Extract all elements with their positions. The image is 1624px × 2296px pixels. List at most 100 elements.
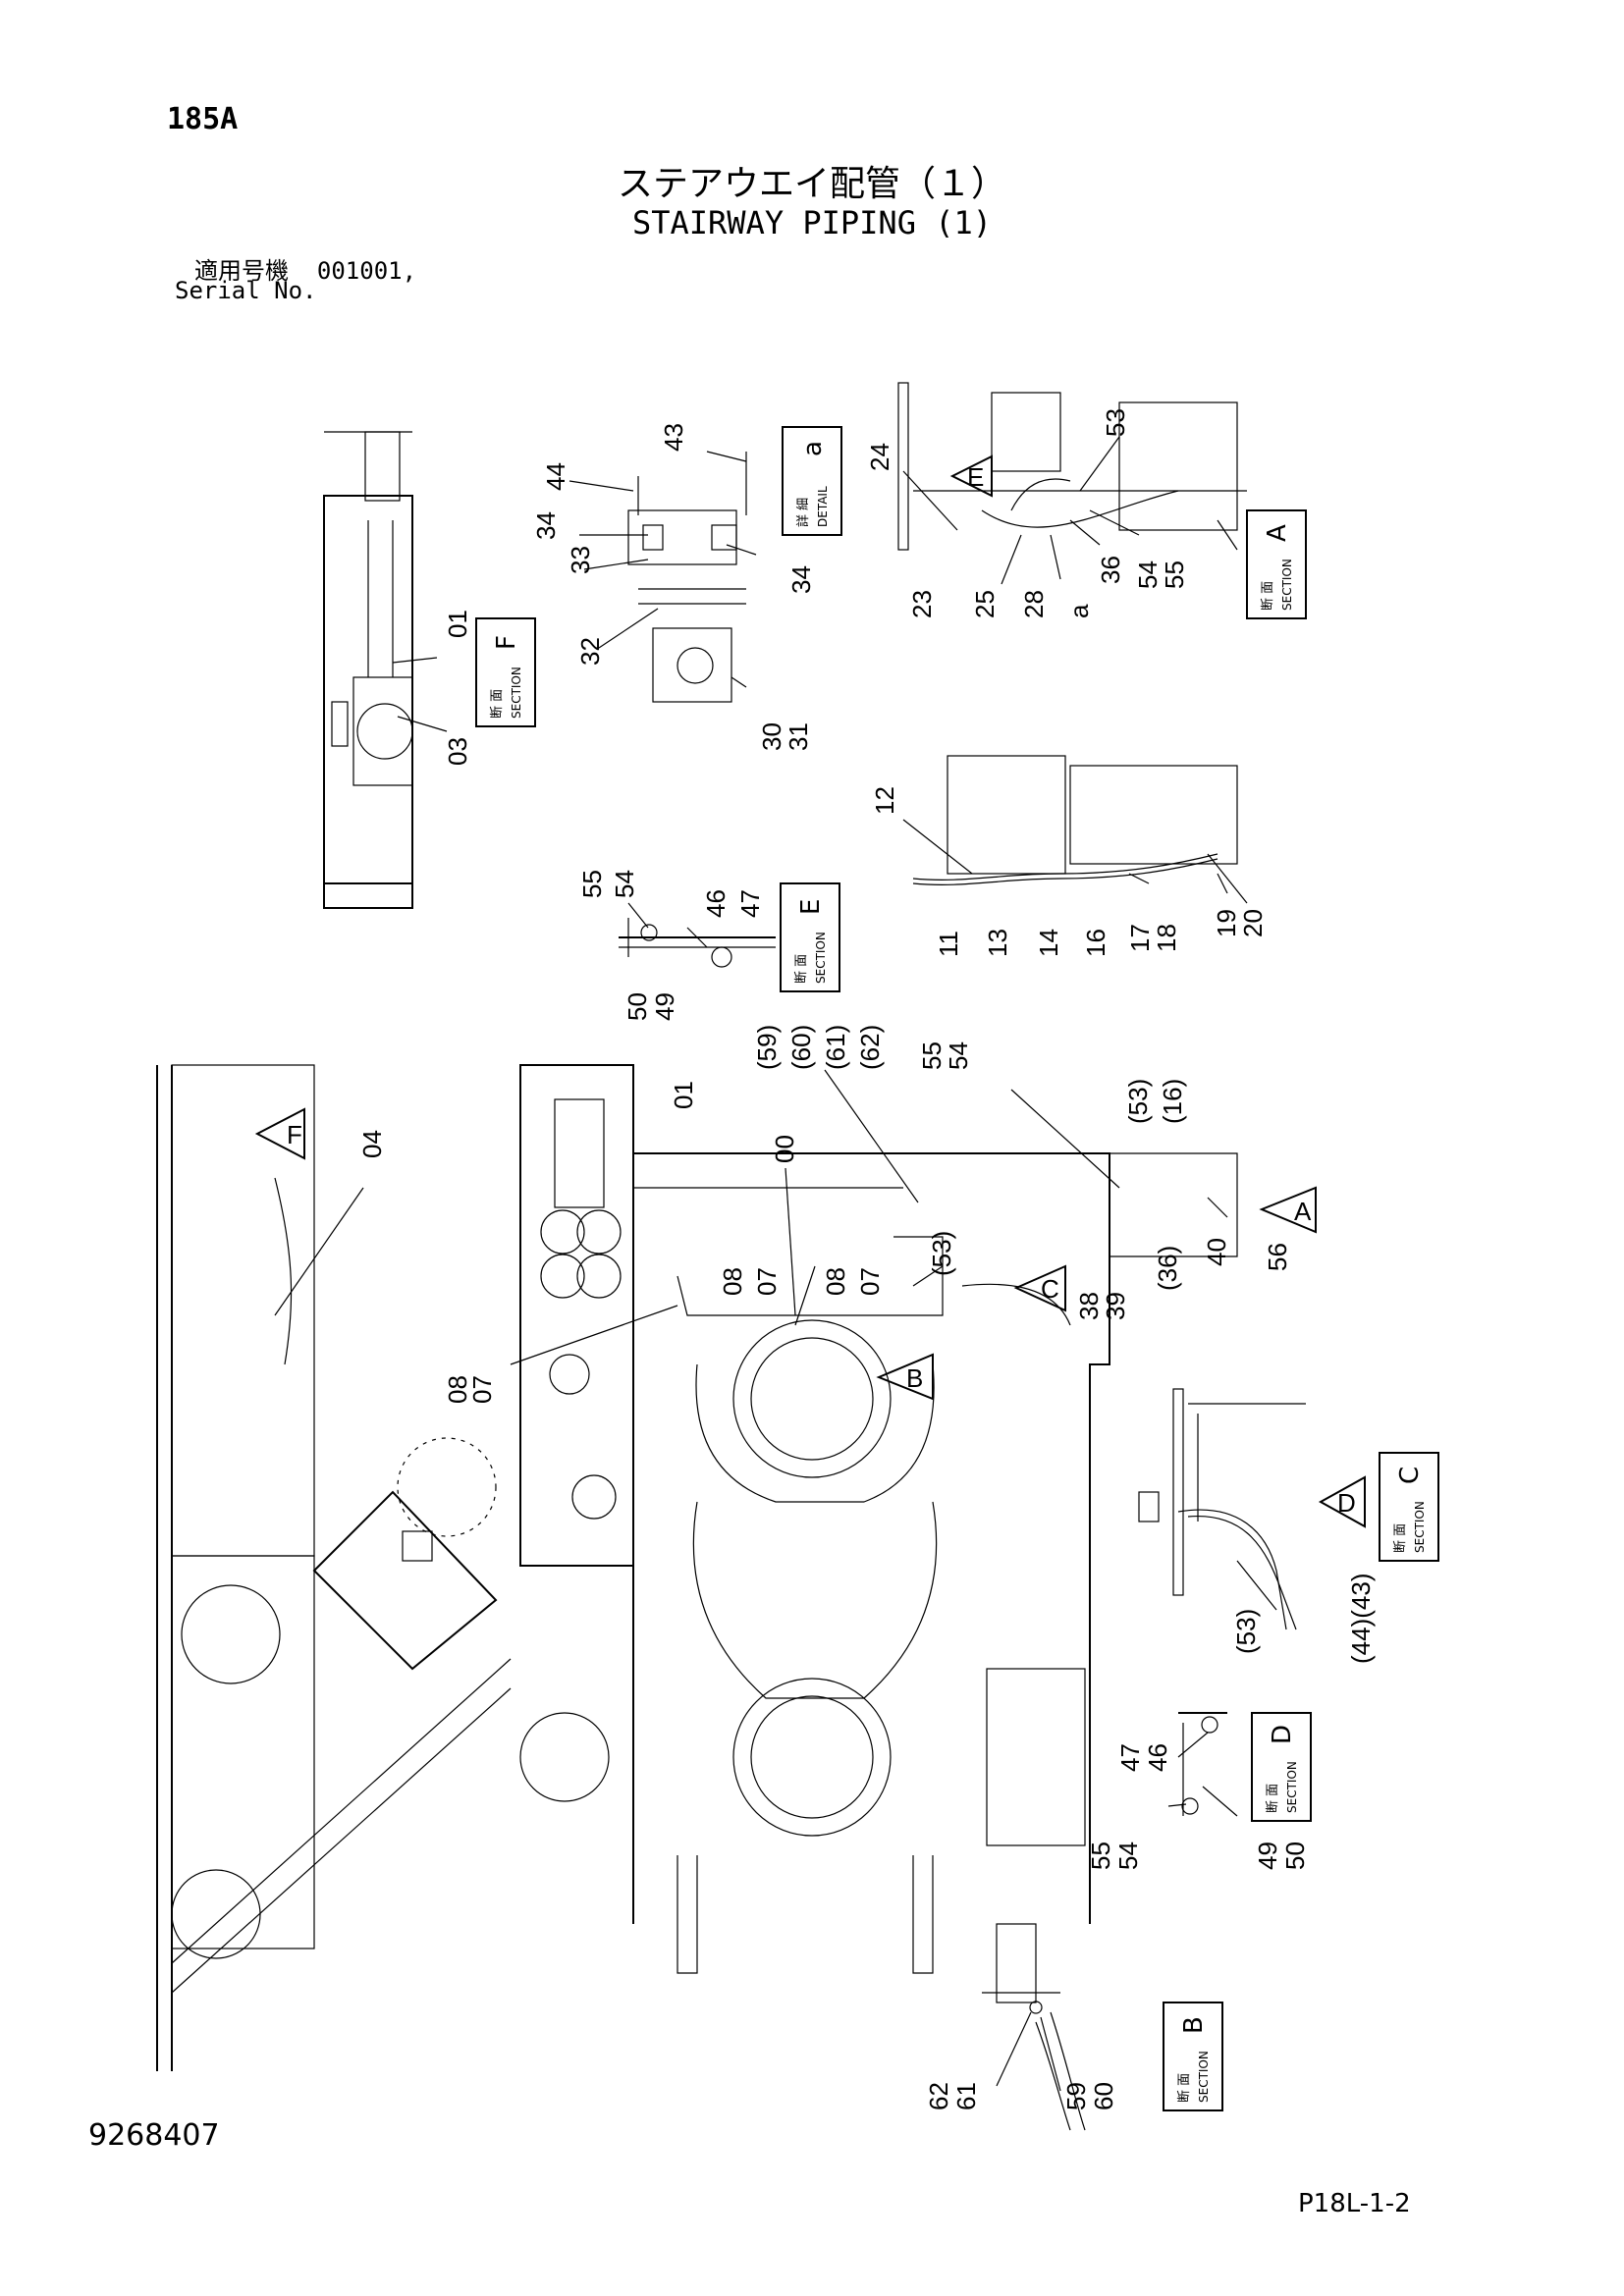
part-label: 14 [1034, 929, 1063, 957]
section-e-view [619, 918, 776, 968]
svg-text:断 面: 断 面 [1177, 2073, 1192, 2103]
part-label: 59 [1061, 2082, 1091, 2110]
view-markers: F A C B E D [254, 454, 1366, 1528]
part-label: 46 [701, 889, 731, 918]
svg-text:断 面: 断 面 [794, 954, 809, 984]
part-label: 34 [531, 511, 561, 540]
part-label: 30 [757, 722, 786, 751]
svg-text:C: C [1395, 1467, 1425, 1484]
part-label: 08 [443, 1375, 472, 1404]
section-label-e: 断 面 SECTION E [780, 882, 840, 992]
part-label: 53 [1101, 408, 1130, 437]
hose-view-12-20 [912, 755, 1248, 904]
part-label: 39 [1101, 1292, 1130, 1320]
view-marker-d: D [1318, 1475, 1366, 1528]
part-label: 55 [1086, 1842, 1115, 1870]
view-marker-f: F [254, 1107, 305, 1160]
part-label: 13 [983, 929, 1012, 957]
part-label: a [1064, 604, 1094, 618]
svg-text:A: A [1263, 524, 1292, 542]
svg-text:DETAIL: DETAIL [816, 486, 830, 527]
part-label: 55 [1160, 561, 1189, 589]
main-frame-plan-view [519, 1064, 1238, 1974]
view-marker-c: C [1013, 1264, 1066, 1312]
detail-a-view [627, 452, 747, 703]
svg-text:断 面: 断 面 [1393, 1523, 1408, 1553]
part-label: 38 [1074, 1292, 1104, 1320]
part-label: 62 [924, 2082, 953, 2110]
svg-text:SECTION: SECTION [1413, 1501, 1427, 1553]
part-label: (59) [752, 1025, 782, 1070]
part-label: (60) [786, 1025, 816, 1070]
part-label: (62) [855, 1025, 885, 1070]
section-label-a: 断 面 SECTION A [1246, 509, 1307, 619]
title-japanese: ステアウエイ配管（１） [617, 164, 1006, 204]
section-label-d: 断 面 SECTION D [1251, 1712, 1312, 1822]
part-label: 16 [1081, 929, 1110, 957]
part-label: 12 [870, 786, 899, 815]
part-label: (16) [1158, 1079, 1187, 1124]
part-label: 55 [577, 870, 607, 898]
part-label: (61) [821, 1025, 850, 1070]
part-label: 54 [1113, 1842, 1143, 1870]
part-label: 32 [575, 637, 605, 666]
part-label: 07 [752, 1267, 782, 1296]
svg-text:E: E [796, 899, 826, 915]
page-code: 185A [167, 102, 239, 136]
part-label: 19 [1212, 909, 1241, 937]
svg-text:断 面: 断 面 [490, 689, 505, 719]
svg-text:E: E [967, 462, 984, 492]
title-english: STAIRWAY PIPING (1) [631, 204, 993, 241]
section-b-view [982, 1923, 1086, 2131]
part-label: 54 [944, 1041, 973, 1070]
svg-text:D: D [1337, 1488, 1356, 1518]
svg-text:SECTION: SECTION [814, 932, 828, 984]
part-label: 24 [865, 443, 894, 471]
serial-label-english: Serial No. [175, 277, 317, 304]
detail-label-a: 詳 細 DETAIL a [782, 426, 842, 536]
svg-text:D: D [1268, 1725, 1297, 1744]
svg-text:SECTION: SECTION [1280, 559, 1294, 611]
section-c-view [1138, 1388, 1306, 1630]
svg-text:F: F [287, 1120, 302, 1149]
drawing-number: 9268407 [88, 2118, 220, 2153]
section-label-f: 断 面 SECTION F [475, 617, 536, 727]
view-marker-b: B [876, 1353, 934, 1401]
part-label: (36) [1153, 1246, 1182, 1291]
svg-text:断 面: 断 面 [1261, 581, 1275, 611]
part-label: 11 [934, 931, 963, 957]
serial-value: 001001, [316, 257, 417, 285]
part-label: 07 [855, 1267, 885, 1296]
part-label: 47 [1115, 1743, 1145, 1772]
part-label: 01 [669, 1081, 698, 1109]
svg-text:B: B [1179, 2016, 1209, 2034]
svg-text:A: A [1294, 1197, 1312, 1226]
page-reference: P18L-1-2 [1298, 2189, 1411, 2218]
section-d-view [1178, 1712, 1227, 1816]
svg-text:SECTION: SECTION [1285, 1761, 1299, 1813]
svg-text:SECTION: SECTION [510, 667, 523, 719]
part-label: 50 [1280, 1842, 1310, 1870]
svg-text:a: a [798, 441, 828, 456]
part-label: 43 [659, 423, 688, 452]
section-label-c: 断 面 SECTION C [1379, 1452, 1439, 1562]
part-label: 28 [1019, 590, 1049, 618]
section-f-view [323, 431, 413, 909]
view-marker-e: E [949, 454, 993, 498]
svg-text:F: F [492, 635, 521, 650]
part-label: (44)(43) [1346, 1574, 1376, 1664]
part-label: (53) [1231, 1609, 1261, 1654]
serial-label-jp: 適用号機 [194, 257, 289, 285]
part-label: (53) [1123, 1079, 1153, 1124]
part-label: 20 [1238, 909, 1268, 937]
part-label: 36 [1096, 556, 1125, 584]
part-label: 49 [650, 992, 679, 1021]
part-label: 55 [917, 1041, 947, 1070]
part-label: 46 [1143, 1743, 1172, 1772]
svg-text:C: C [1041, 1274, 1059, 1304]
svg-text:詳 細: 詳 細 [795, 498, 811, 527]
part-label: 40 [1202, 1238, 1231, 1266]
part-label: 25 [970, 590, 1000, 618]
part-label: 61 [951, 2082, 981, 2110]
